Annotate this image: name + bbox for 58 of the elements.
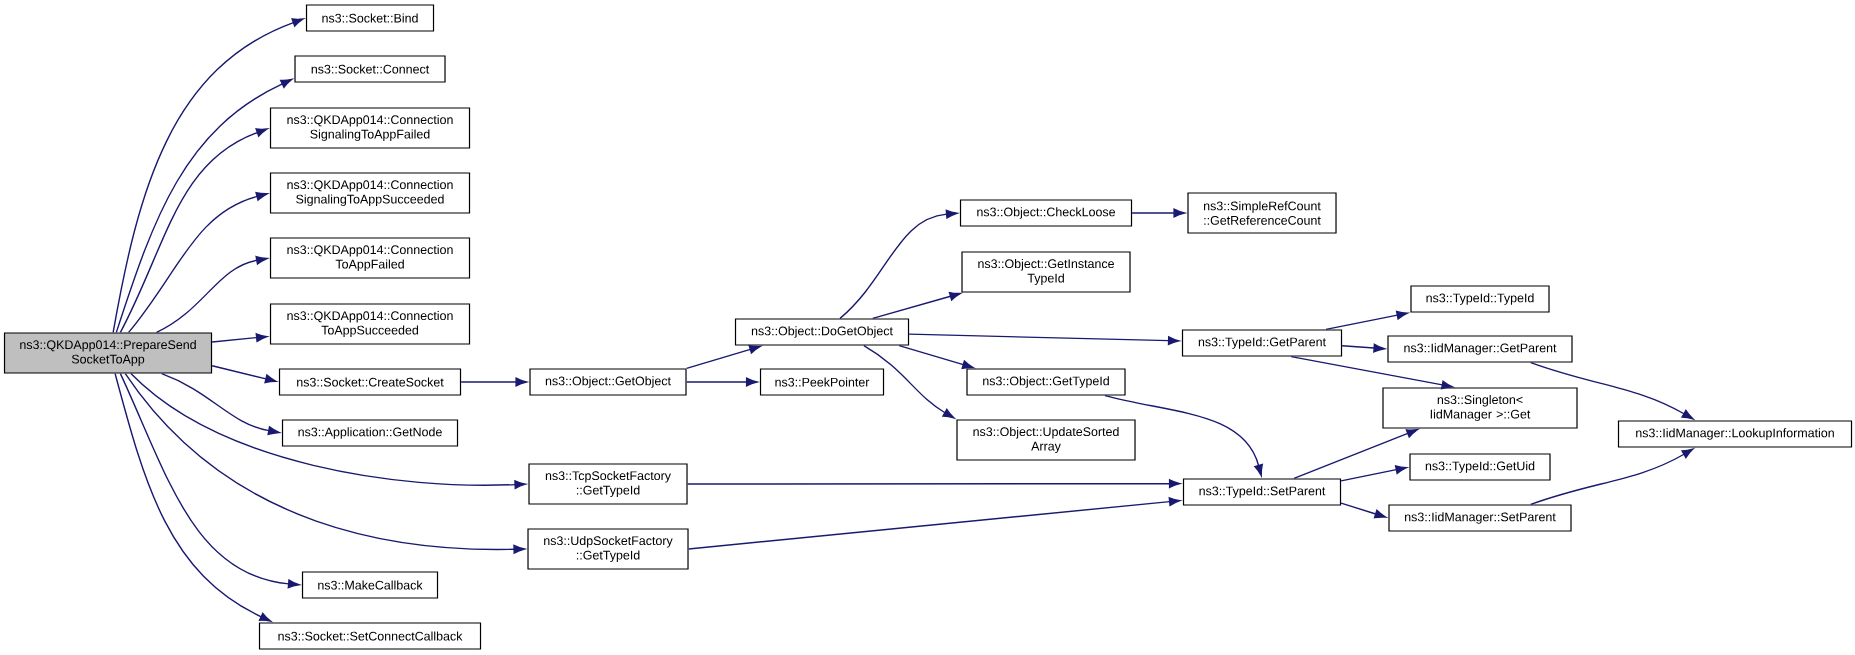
function-box: ns3::Object::GetInstance TypeId <box>961 251 1131 293</box>
function-box: ns3::QKDApp014::Connection ToAppFailed <box>269 237 471 279</box>
function-box: ns3::Object::GetObject <box>529 368 687 396</box>
function-box: ns3::TypeId::GetUid <box>1409 453 1551 481</box>
function-box: ns3::Object::UpdateSorted Array <box>956 419 1136 461</box>
call-arrow <box>112 18 304 334</box>
function-box: ns3::TcpSocketFactory ::GetTypeId <box>528 463 688 505</box>
function-box: ns3::IidManager::LookupInformation <box>1617 420 1853 448</box>
call-arrow <box>839 209 958 320</box>
function-box: ns3::Socket::Connect <box>294 55 446 83</box>
function-box: ns3::Socket::SetConnectCallback <box>258 622 482 650</box>
function-box: ns3::Object::DoGetObject <box>734 318 910 346</box>
function-box: ns3::TypeId::GetParent <box>1181 329 1343 357</box>
function-box: ns3::TypeId::SetParent <box>1182 478 1342 506</box>
function-box: ns3::Singleton< IidManager >::Get <box>1382 387 1578 429</box>
function-box: ns3::SimpleRefCount ::GetReferenceCount <box>1187 192 1337 234</box>
call-arrow <box>1325 310 1409 331</box>
call-arrow <box>114 372 272 622</box>
call-arrow <box>1293 429 1419 480</box>
function-box: ns3::MakeCallback <box>301 571 439 599</box>
call-arrow <box>898 344 974 369</box>
function-box: ns3::QKDApp014::Connection SignalingToAppSucceeded <box>269 172 471 214</box>
function-box: ns3::PeekPointer <box>759 368 885 396</box>
function-box: ns3::Socket::CreateSocket <box>278 368 462 396</box>
call-arrow <box>1290 355 1454 390</box>
call-arrow <box>687 497 1181 550</box>
call-arrow <box>460 377 528 387</box>
call-arrow <box>211 333 268 343</box>
call-arrow <box>127 192 268 334</box>
function-box: ns3::QKDApp014::Connection ToAppSucceeded <box>269 303 471 345</box>
call-arrow <box>161 372 280 436</box>
call-arrow <box>872 291 962 320</box>
call-arrow <box>1340 502 1387 519</box>
function-box: ns3::QKDApp014::Connection SignalingToAppFailed <box>269 107 471 149</box>
function-box: ns3::Object::GetTypeId <box>966 368 1126 396</box>
call-arrow <box>1341 343 1386 353</box>
function-box: ns3::IidManager::SetParent <box>1388 504 1572 532</box>
call-arrow <box>1131 208 1186 218</box>
function-box: ns3::Application::GetNode <box>281 419 459 447</box>
call-arrow <box>211 365 277 384</box>
call-arrow <box>155 255 268 334</box>
call-arrow <box>863 344 955 419</box>
call-arrow <box>908 333 1180 346</box>
call-arrow <box>124 372 526 554</box>
call-arrow <box>686 479 1181 489</box>
function-box: ns3::Object::CheckLoose <box>959 199 1133 227</box>
call-arrow <box>115 78 293 334</box>
function-box: ns3::IidManager::GetParent <box>1387 335 1573 363</box>
current-function-box: ns3::QKDApp014::PrepareSend SocketToApp <box>3 332 213 374</box>
call-arrow <box>685 345 761 370</box>
call-arrow <box>1340 465 1408 482</box>
function-box: ns3::UdpSocketFactory ::GetTypeId <box>527 528 689 570</box>
function-box: ns3::Socket::Bind <box>305 4 435 32</box>
function-box: ns3::TypeId::TypeId <box>1410 285 1550 313</box>
call-arrow <box>119 128 268 334</box>
call-arrow <box>130 372 527 490</box>
call-arrow <box>685 377 758 387</box>
call-arrow <box>119 372 300 589</box>
